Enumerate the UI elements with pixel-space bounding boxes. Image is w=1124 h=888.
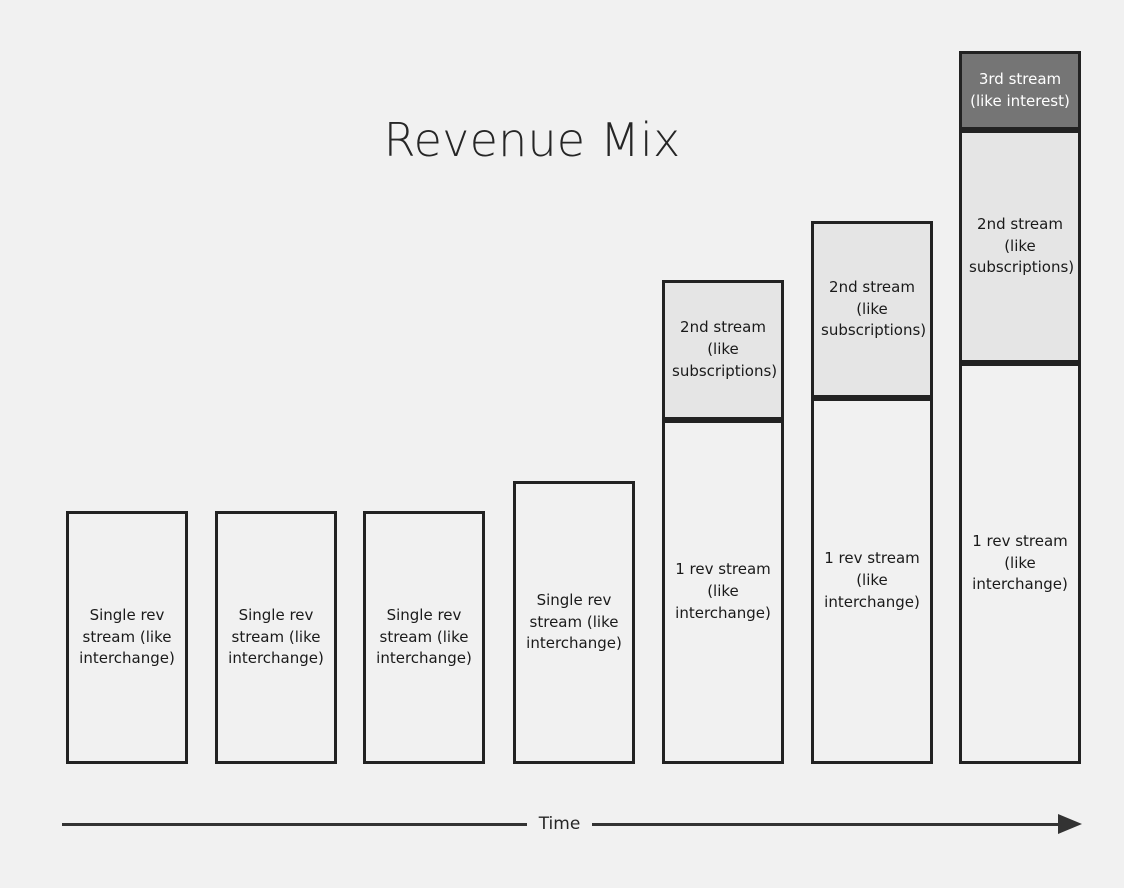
arrow-right-icon (1058, 814, 1082, 834)
bar-5: 2nd stream (like subscriptions) 1 rev str… (662, 280, 784, 764)
segment-label: 1 rev stream (like interchange) (972, 531, 1068, 594)
page-title: Revenue Mix (383, 113, 681, 167)
segment-label: Single rev stream (like interchange) (526, 590, 622, 653)
bar-7-segment-3: 1 rev stream (like interchange) (959, 363, 1081, 764)
segment-label: 2nd stream (like subscriptions) (969, 214, 1075, 277)
bar-3: Single rev stream (like interchange) (363, 511, 485, 764)
bar-6-segment-1: 2nd stream (like subscriptions) (811, 221, 933, 398)
axis-line-left (62, 823, 527, 826)
segment-label: 1 rev stream (like interchange) (675, 560, 771, 622)
bar-2-segment-1: Single rev stream (like interchange) (215, 511, 337, 764)
segment-label: Single rev stream (like interchange) (376, 605, 472, 668)
axis-label-time: Time (527, 813, 592, 835)
segment-label: Single rev stream (like interchange) (228, 605, 324, 668)
bar-2: Single rev stream (like interchange) (215, 511, 337, 764)
segment-label: 1 rev stream (like interchange) (824, 549, 920, 611)
bar-5-segment-1: 2nd stream (like subscriptions) (662, 280, 784, 420)
bar-4: Single rev stream (like interchange) (513, 481, 635, 764)
axis-line-right (592, 823, 1065, 826)
bar-4-segment-1: Single rev stream (like interchange) (513, 481, 635, 764)
bar-6: 2nd stream (like subscriptions) 1 rev str… (811, 221, 933, 764)
segment-label: Single rev stream (like interchange) (79, 605, 175, 668)
segment-label: 3rd stream (like interest) (970, 69, 1070, 110)
bar-7-segment-1: 3rd stream (like interest) (959, 51, 1081, 130)
bar-1: Single rev stream (like interchange) (66, 511, 188, 764)
bar-7-segment-2: 2nd stream (like subscriptions) (959, 130, 1081, 363)
bar-3-segment-1: Single rev stream (like interchange) (363, 511, 485, 764)
time-axis: Time (0, 806, 1124, 846)
segment-label: 2nd stream (like subscriptions) (821, 277, 927, 340)
bar-7: 3rd stream (like interest) 2nd stream (li… (959, 51, 1081, 764)
bar-6-segment-2: 1 rev stream (like interchange) (811, 398, 933, 764)
bar-1-segment-1: Single rev stream (like interchange) (66, 511, 188, 764)
segment-label: 2nd stream (like subscriptions) (672, 318, 778, 380)
bar-5-segment-2: 1 rev stream (like interchange) (662, 420, 784, 764)
